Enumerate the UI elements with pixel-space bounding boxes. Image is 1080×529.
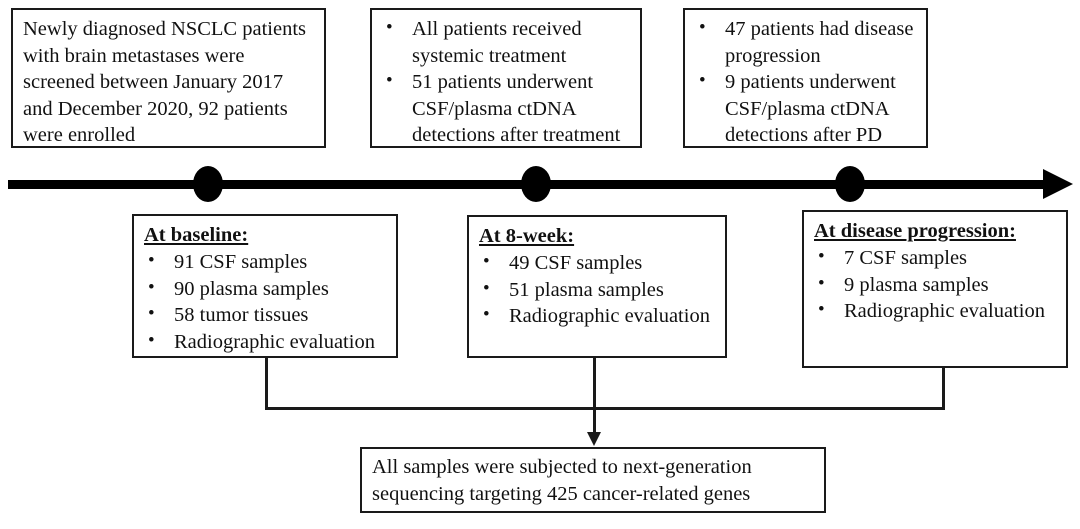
connector-right-vertical [942,367,945,410]
list-item: 49 CSF samples [479,249,717,277]
baseline-heading: At baseline: [144,224,249,246]
list-item: 91 CSF samples [144,248,388,276]
list-item: Radiographic evaluation [144,328,388,356]
list-item: Radiographic evaluation [814,297,1058,325]
timeline-dot-8week [521,166,551,202]
ngs-summary-text: All samples were subjected to next-gener… [372,456,752,505]
timeline-dot-progression [835,166,865,202]
list-item: 90 plasma samples [144,275,388,303]
timeline-arrowhead-icon [1043,169,1073,199]
list-item: 9 plasma samples [814,271,1058,299]
week8-heading: At 8-week: [479,225,575,247]
box-at-8-week: At 8-week: 49 CSF samples 51 plasma samp… [467,215,727,358]
week8-bullet-list: 49 CSF samples 51 plasma samples Radiogr… [479,249,717,330]
list-item: 58 tumor tissues [144,301,388,329]
baseline-bullet-list: 91 CSF samples 90 plasma samples 58 tumo… [144,248,388,356]
list-item: 51 plasma samples [479,276,717,304]
box-screening: Newly diagnosed NSCLC patients with brai… [11,8,326,148]
connector-center-vertical [593,357,596,435]
list-item: All patients received systemic treatment [382,15,632,69]
connector-horizontal-bar [265,407,945,410]
list-item: 51 patients underwent CSF/plasma ctDNA d… [382,68,632,149]
connector-arrowhead-icon [587,432,601,446]
treatment-bullet-list: All patients received systemic treatment… [382,15,632,149]
box-at-disease-progression: At disease progression: 7 CSF samples 9 … [802,210,1068,368]
list-item: Radiographic evaluation [479,302,717,330]
progression-bullet-list: 47 patients had disease progression 9 pa… [695,15,918,149]
box-treatment: All patients received systemic treatment… [370,8,642,148]
progression-bullet-list-samples: 7 CSF samples 9 plasma samples Radiograp… [814,244,1058,325]
list-item: 9 patients underwent CSF/plasma ctDNA de… [695,68,918,149]
list-item: 7 CSF samples [814,244,1058,272]
timeline-dot-baseline [193,166,223,202]
progression-heading: At disease progression: [814,220,1016,242]
list-item: 47 patients had disease progression [695,15,918,69]
connector-left-vertical [265,357,268,410]
screening-text: Newly diagnosed NSCLC patients with brai… [23,18,306,146]
box-ngs-summary: All samples were subjected to next-gener… [360,447,826,513]
box-at-baseline: At baseline: 91 CSF samples 90 plasma sa… [132,214,398,358]
box-progression-events: 47 patients had disease progression 9 pa… [683,8,928,148]
